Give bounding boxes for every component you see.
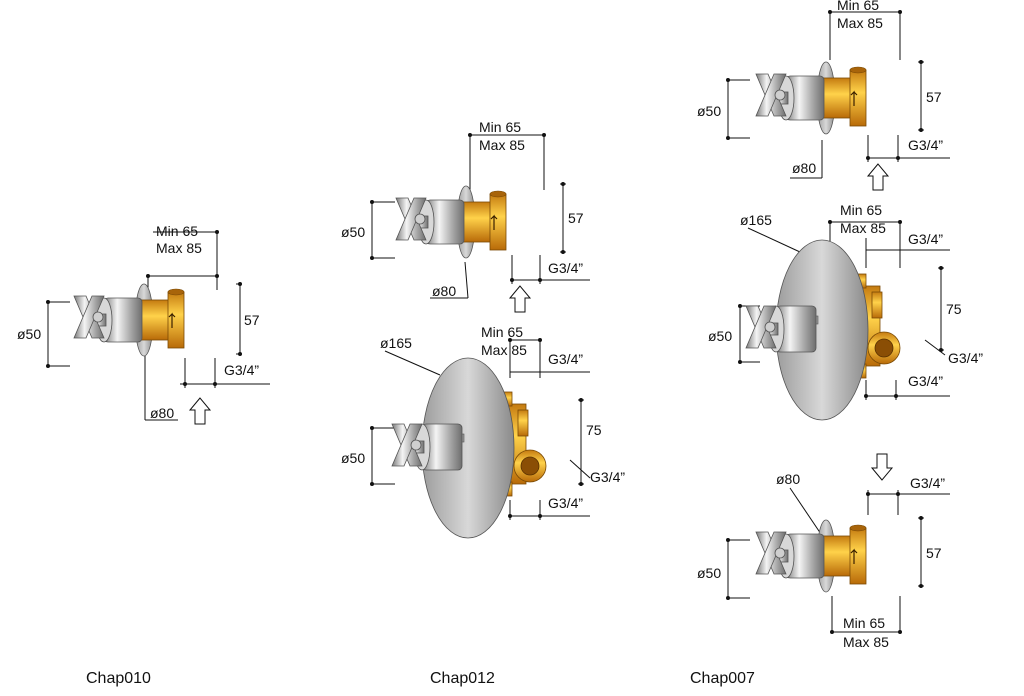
dim-max: Max 85: [843, 634, 889, 650]
dim-min: Min 65: [837, 0, 879, 13]
dim-height: 57: [244, 312, 260, 328]
dim-max: Max 85: [481, 342, 527, 358]
dim-thread: G3/4”: [590, 469, 625, 485]
dim-height: 75: [586, 422, 602, 438]
dim-diameter: ø80: [150, 405, 174, 421]
valve-chap012-small: [395, 185, 507, 259]
dim-diameter: ø50: [341, 224, 365, 240]
flow-arrow-up-icon: [189, 397, 211, 425]
dim-thread: G3/4”: [548, 260, 583, 276]
dim-diameter: ø165: [380, 335, 412, 351]
dim-height: 57: [926, 545, 942, 561]
dim-diameter: ø165: [740, 212, 772, 228]
dim-thread: G3/4”: [910, 475, 945, 491]
flow-arrow-down-icon: [871, 453, 893, 481]
dim-thread: G3/4”: [908, 137, 943, 153]
caption-chap010: Chap010: [86, 670, 151, 687]
flow-arrow-up-icon: [867, 163, 889, 191]
dim-thread: G3/4”: [548, 495, 583, 511]
dim-diameter: ø80: [776, 471, 800, 487]
dim-thread: G3/4”: [548, 351, 583, 367]
dim-diameter: ø80: [792, 160, 816, 176]
dim-min: Min 65: [479, 119, 521, 135]
caption-chap012: Chap012: [430, 670, 495, 687]
dim-max: Max 85: [156, 240, 202, 256]
dim-min: Min 65: [843, 615, 885, 631]
valve-chap007-large: [745, 239, 901, 421]
dim-height: 75: [946, 301, 962, 317]
dim-height: 57: [926, 89, 942, 105]
dim-diameter: ø80: [432, 283, 456, 299]
dim-height: 57: [568, 210, 584, 226]
valve-chap007-top: [755, 61, 867, 135]
dim-min: Min 65: [840, 202, 882, 218]
dim-diameter: ø50: [708, 328, 732, 344]
dim-max: Max 85: [479, 137, 525, 153]
dim-thread: G3/4”: [908, 373, 943, 389]
dim-max: Max 85: [840, 220, 886, 236]
valve-chap012-large: [391, 357, 547, 539]
dim-diameter: ø50: [697, 565, 721, 581]
dim-min: Min 65: [481, 324, 523, 340]
valve-chap007-bottom: [755, 519, 867, 593]
dim-diameter: ø50: [697, 103, 721, 119]
caption-chap007: Chap007: [690, 670, 755, 687]
dim-thread: G3/4”: [948, 350, 983, 366]
dim-diameter: ø50: [341, 450, 365, 466]
dim-diameter: ø50: [17, 326, 41, 342]
valve-chap010: [73, 283, 185, 357]
dim-thread: G3/4”: [908, 231, 943, 247]
dim-thread: G3/4”: [224, 362, 259, 378]
dim-max: Max 85: [837, 15, 883, 31]
flow-arrow-up-icon: [509, 285, 531, 313]
dim-min: Min 65: [156, 223, 198, 239]
